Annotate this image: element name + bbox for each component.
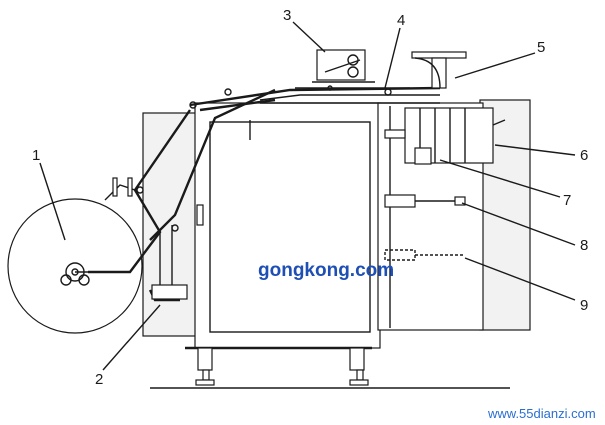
callout-1: 1 — [32, 147, 40, 164]
web-path — [196, 94, 440, 226]
cylinder-upper — [384, 194, 466, 208]
watermark-center: gongkong.com — [258, 260, 394, 281]
callout-8: 8 — [580, 237, 588, 254]
callout-4: 4 — [397, 12, 405, 29]
callout-2: 2 — [95, 371, 103, 388]
clamp-mechanism — [384, 107, 506, 165]
callout-3: 3 — [283, 7, 291, 24]
roller-assembly — [295, 85, 410, 96]
material-roll — [7, 198, 143, 334]
watermark-corner: www.55dianzi.com — [487, 406, 596, 421]
cylinder-lower — [384, 249, 465, 261]
callout-leaders — [39, 21, 576, 371]
callout-9: 9 — [580, 297, 588, 314]
handwheel — [411, 51, 467, 89]
callout-5: 5 — [537, 39, 545, 56]
callout-6: 6 — [580, 147, 588, 164]
callout-7: 7 — [563, 192, 571, 209]
rear-panel-left — [142, 112, 204, 337]
top-drive-unit — [312, 49, 375, 83]
machine-base — [150, 346, 510, 389]
